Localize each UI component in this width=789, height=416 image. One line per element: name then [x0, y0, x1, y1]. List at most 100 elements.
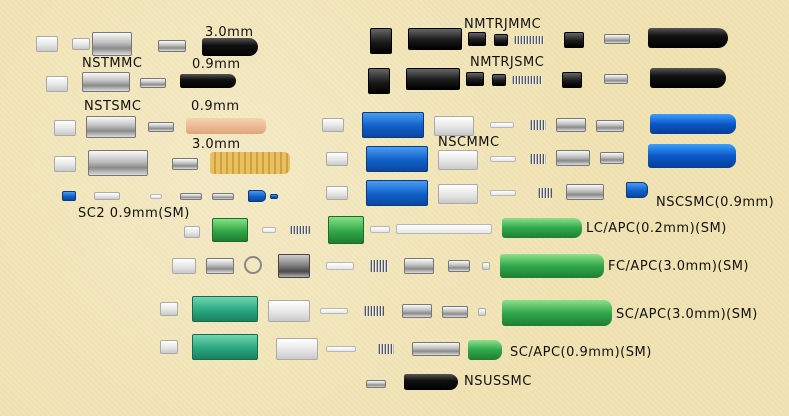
- fc-nut: [278, 254, 310, 278]
- scapc-ferrule: [326, 346, 356, 352]
- sc-back-body: [566, 184, 604, 200]
- sc-crimp: [600, 152, 624, 164]
- fc-ferrule: [326, 262, 354, 270]
- scapc-dust-cap: [160, 340, 178, 354]
- mtrj-housing: [406, 68, 460, 90]
- st-dust-cap: [54, 120, 76, 136]
- mtrj-pin-holder: [492, 74, 506, 86]
- mtrj-tail: [564, 32, 584, 48]
- scapc-boot: [502, 300, 612, 326]
- sc2-clip: [270, 194, 278, 199]
- st-boot-3mm: [202, 38, 258, 56]
- fc-ring: [244, 256, 262, 274]
- label-sc2: SC2 0.9mm(SM): [78, 206, 190, 221]
- sus-ferrule: [366, 380, 386, 388]
- label-nmtrjmmc: NMTRJMMC: [464, 17, 542, 32]
- scapc-body: [412, 342, 460, 356]
- label-st-boot-3mm: 3.0mm: [205, 25, 254, 40]
- mtrj-boot: [650, 68, 726, 88]
- fc-coupling: [206, 258, 234, 274]
- st-crimp-sleeve: [140, 78, 166, 88]
- scapc-housing: [192, 334, 258, 360]
- label-lc-apc: LC/APC(0.2mm)(SM): [586, 221, 727, 236]
- fc-boot: [500, 254, 604, 278]
- mtrj-housing: [408, 28, 462, 50]
- st-connector-body: [88, 150, 148, 176]
- st-crimp-sleeve: [172, 158, 198, 170]
- label-st-boot-3mm-b: 3.0mm: [192, 137, 241, 152]
- scapc-ferrule: [320, 308, 348, 314]
- lc-fiber-tube: [396, 224, 492, 234]
- scapc-body: [402, 304, 432, 318]
- lc-ferrule-2: [370, 226, 390, 233]
- mtrj-dust-cap: [370, 28, 392, 54]
- fc-spacer: [482, 262, 490, 270]
- sc2-sleeve: [212, 193, 234, 200]
- sc-inner-housing: [438, 184, 478, 204]
- scapc-small-boot: [468, 340, 502, 360]
- label-sc-apc-09: SC/APC(0.9mm)(SM): [510, 345, 652, 360]
- sc-inner-housing: [438, 150, 478, 170]
- fc-body: [404, 258, 434, 274]
- mtrj-spring: [512, 76, 542, 84]
- sc-boot: [650, 114, 736, 134]
- label-nsussmc: NSUSSMC: [464, 374, 532, 389]
- sc-inner-housing: [434, 116, 474, 136]
- sc-small-boot: [626, 182, 648, 198]
- sc-housing: [366, 180, 428, 206]
- sc-spring: [530, 120, 546, 130]
- st-connector-body: [82, 72, 130, 92]
- st-housing: [72, 38, 90, 50]
- scapc-spring: [378, 344, 394, 354]
- st-dust-cap: [54, 156, 76, 172]
- st-boot-09mm-tan: [186, 118, 266, 134]
- lc-spring: [290, 226, 310, 234]
- scapc-crimp: [442, 306, 468, 318]
- st-dust-cap: [36, 36, 58, 52]
- sc-housing: [362, 112, 424, 138]
- sc-back-body: [556, 150, 590, 166]
- lc-dust-cap: [184, 226, 200, 238]
- lc-housing: [212, 218, 248, 242]
- sc2-cap: [62, 191, 76, 201]
- label-nmtrjsmc: NMTRJSMC: [470, 55, 545, 70]
- st-connector-body: [86, 116, 136, 138]
- st-crimp-sleeve: [158, 40, 186, 52]
- label-st-boot-09mm-b: 0.9mm: [191, 99, 240, 114]
- st-boot-09mm: [180, 74, 236, 88]
- mtrj-sleeve: [604, 34, 630, 44]
- mtrj-boot: [648, 28, 728, 48]
- lc-boot: [502, 218, 582, 238]
- label-sc-apc-30: SC/APC(3.0mm)(SM): [616, 307, 758, 322]
- sc-dust-cap: [326, 186, 348, 200]
- sus-boot: [404, 374, 458, 390]
- sc-dust-cap: [322, 118, 344, 132]
- st-dust-cap: [46, 76, 68, 92]
- label-st-boot-09mm: 0.9mm: [192, 57, 241, 72]
- mtrj-spring: [514, 36, 544, 44]
- scapc-housing: [192, 296, 258, 322]
- sc-housing: [366, 146, 428, 172]
- sc2-ferrule: [180, 193, 202, 200]
- scapc-dust-cap: [160, 302, 178, 316]
- st-boot-3mm-yellow: [210, 152, 290, 174]
- sc-back-body: [556, 118, 586, 132]
- label-nstsmc: NSTSMC: [84, 99, 142, 114]
- sc-ferrule: [490, 156, 516, 162]
- fc-dust-cap: [172, 258, 196, 274]
- mtrj-insert: [466, 72, 484, 86]
- scapc-inner-housing: [268, 300, 310, 322]
- mtrj-pin-holder: [494, 34, 508, 46]
- scapc-spring: [364, 306, 384, 316]
- lc-ferrule: [262, 227, 276, 233]
- sc2-housing: [94, 192, 120, 200]
- scapc-spacer: [478, 308, 486, 316]
- sc-ferrule: [490, 122, 514, 128]
- st-connector-body: [92, 32, 132, 56]
- label-nstmmc: NSTMMC: [82, 56, 143, 71]
- label-fc-apc: FC/APC(3.0mm)(SM): [608, 259, 750, 274]
- sc-boot: [648, 144, 736, 168]
- st-crimp-sleeve: [148, 122, 174, 132]
- sc-crimp: [596, 120, 624, 132]
